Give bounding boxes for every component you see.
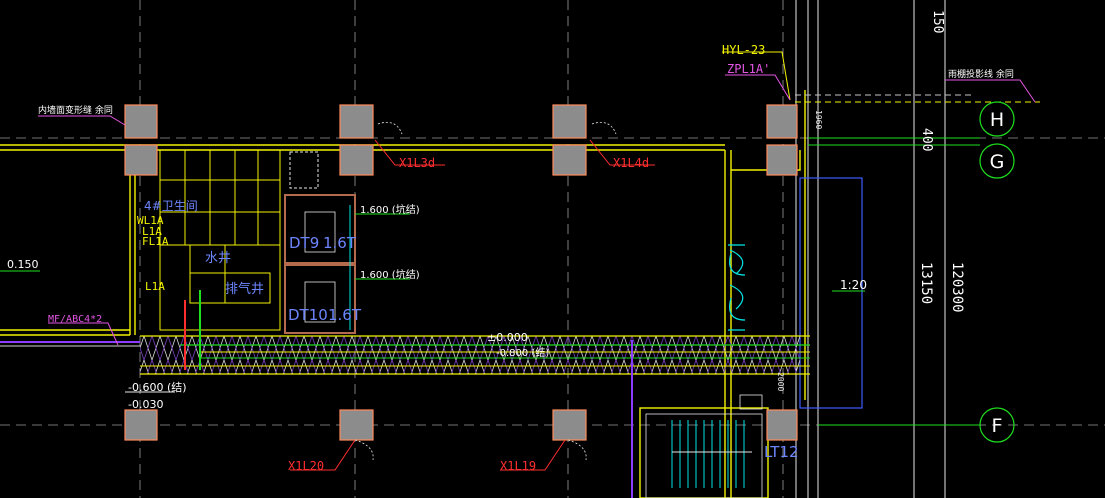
column: [552, 409, 587, 441]
label-dt9-suffix: 1.6T: [323, 234, 357, 252]
dim-120300: 120300: [949, 262, 965, 313]
column: [766, 104, 798, 139]
axis-bubble-g: G: [979, 143, 1015, 179]
label-l1a-b: L1A: [145, 280, 165, 293]
label-dt10: DT10: [288, 306, 328, 324]
dim-2000: 2000: [776, 372, 785, 391]
glass-doors: [728, 244, 763, 410]
label-zpl1a: ZPL1A': [727, 62, 770, 76]
elevator-shafts: [284, 194, 356, 334]
axis-rails: [795, 0, 946, 498]
column: [766, 409, 798, 441]
axis-label-h: H: [990, 109, 1004, 131]
label-level-m0600: -0.600 (结): [128, 381, 187, 394]
label-inner-wall: 内墙面变形缝 余同: [38, 104, 113, 116]
label-level-000: ±0.000: [487, 331, 528, 344]
elevator-dt10: [284, 264, 356, 334]
column: [339, 409, 374, 441]
axis-label-f: F: [992, 415, 1003, 437]
label-x1l20: X1L20: [288, 459, 324, 473]
column: [124, 104, 158, 139]
column: [552, 144, 587, 176]
elevator-dt9: [284, 194, 356, 264]
label-x1l3d: X1L3d: [399, 156, 435, 170]
label-level-0150: 0.150: [7, 258, 39, 271]
door-swing-marks: [354, 121, 617, 461]
label-water-well: 水井: [205, 251, 231, 266]
dim-13150: 13150: [918, 262, 934, 304]
label-canopy: 雨棚投影线 余同: [948, 68, 1014, 80]
label-hyl23: HYL-23: [722, 43, 765, 57]
label-level-m0030: -0.030: [128, 398, 163, 411]
column: [339, 144, 374, 176]
axis-bubble-f: F: [979, 407, 1015, 443]
column: [766, 144, 798, 176]
label-lt12: LT12: [764, 443, 799, 461]
stair-lt12: [671, 420, 752, 488]
label-toilet: 4#卫生间: [144, 199, 198, 213]
label-ramp: 1:20: [840, 278, 867, 292]
column: [124, 144, 158, 176]
dim-400: 400: [919, 128, 934, 151]
column: [552, 104, 587, 139]
label-mf-abc: MF/ABC4*2: [48, 314, 102, 325]
label-wl1a: WL1A: [137, 214, 164, 227]
structural-columns: [124, 104, 798, 441]
axis-connectors: [795, 94, 1040, 426]
axis-label-g: G: [990, 151, 1005, 173]
label-dt10-suffix: 1.6T: [328, 306, 362, 324]
label-dt9: DT9: [289, 234, 319, 252]
ramp-outline: [799, 177, 863, 409]
trench-band: [0, 290, 810, 498]
label-x1l19: X1L19: [500, 459, 536, 473]
dim-top: 150: [930, 10, 945, 33]
label-level-1600a: 1.600 (坑结): [360, 203, 420, 216]
dim-1960: 1960: [814, 110, 823, 129]
label-level-m0800: -0.800 (结): [496, 346, 549, 359]
toilet-area: [159, 149, 319, 331]
building-walls: [0, 90, 806, 498]
label-exhaust-well: 排气井: [225, 281, 264, 297]
label-l1a: L1A: [142, 225, 162, 238]
column: [339, 104, 374, 139]
label-x1l4d: X1L4d: [613, 156, 649, 170]
column: [124, 409, 158, 441]
label-level-1600b: 1.600 (坑结): [360, 268, 420, 281]
axis-bubble-h: H: [979, 101, 1015, 137]
label-fl1a: FL1A: [142, 235, 169, 248]
leader-lines: [0, 51, 1036, 471]
